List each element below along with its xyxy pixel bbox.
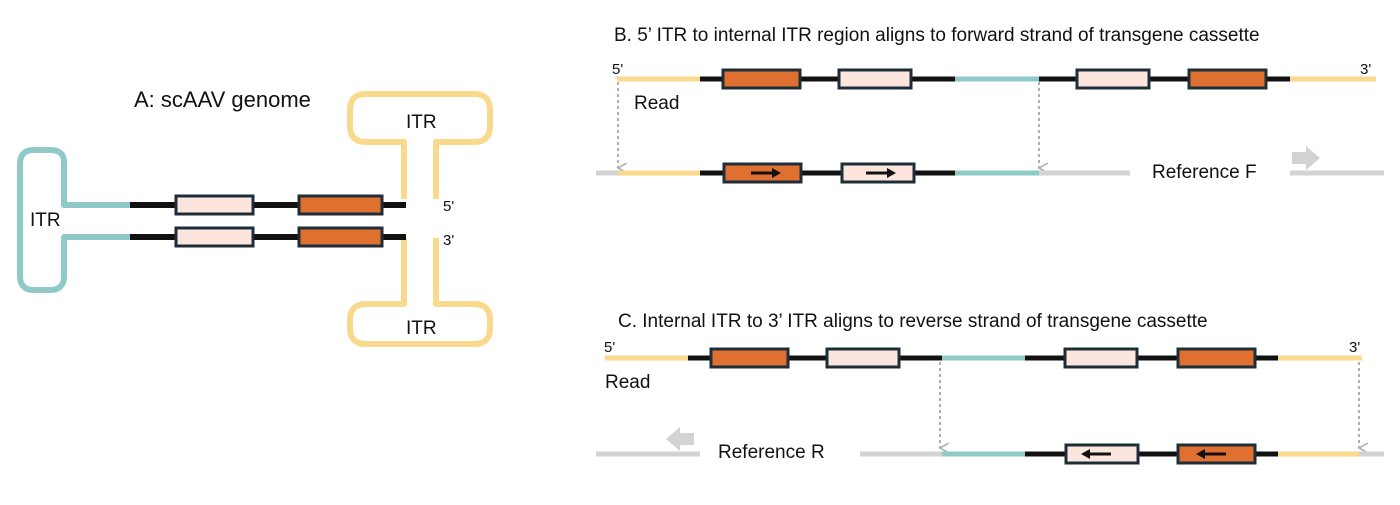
panel-b-read: [617, 68, 1376, 90]
read-c-orange-2: [1176, 347, 1257, 369]
ref-r-reverse-arrow-1: [1081, 449, 1111, 459]
itr-left-hairpin: [17, 147, 130, 293]
panel-c-read: [605, 347, 1362, 369]
arrow-left-icon: [666, 427, 694, 451]
read-b-orange-2: [1187, 68, 1268, 90]
panel-a-title: A: scAAV genome: [134, 87, 311, 112]
pale-element-bottom: [174, 226, 255, 248]
orange-element-bottom: [297, 226, 384, 248]
panel-c-reference: [596, 443, 1384, 465]
itr-top-hairpin: [347, 91, 493, 199]
read-b-pale-1: [837, 68, 913, 90]
read-c-orange-1: [709, 347, 790, 369]
read-b-orange-1: [721, 68, 802, 90]
arrow-right-icon: [1292, 146, 1320, 170]
panel-a: A: scAAV genome ITR ITR ITR 5' 3': [17, 87, 493, 347]
ref-r-reverse-arrow-2: [1196, 449, 1226, 459]
strand-5-end-label: 5': [443, 198, 454, 215]
ref-f-forward-arrow-2: [866, 168, 896, 178]
read-b-pale-2: [1075, 68, 1151, 90]
panel-c: C. Internal ITR to 3’ ITR aligns to reve…: [596, 311, 1384, 465]
panel-b-read-5-label: 5': [612, 61, 623, 78]
panel-b-read-3-label: 3': [1360, 61, 1371, 78]
panel-b-reference-label: Reference F: [1152, 162, 1257, 183]
panel-c-reference-label: Reference R: [718, 442, 825, 463]
pale-element-top: [174, 194, 255, 216]
read-c-pale-2: [1063, 347, 1139, 369]
orange-element-top: [297, 194, 384, 216]
panel-c-read-label: Read: [605, 372, 650, 393]
ref-f-forward-arrow-1: [751, 168, 781, 178]
itr-bottom-hairpin: [347, 238, 493, 347]
read-c-pale-1: [825, 347, 901, 369]
panel-c-read-3-label: 3': [1349, 339, 1360, 356]
itr-top-label: ITR: [406, 112, 437, 133]
panel-c-title: C. Internal ITR to 3’ ITR aligns to reve…: [618, 311, 1208, 332]
itr-bottom-label: ITR: [406, 318, 437, 339]
panel-b-title: B. 5’ ITR to internal ITR region aligns …: [614, 25, 1260, 46]
panel-b-read-label: Read: [634, 93, 679, 114]
itr-left-label: ITR: [30, 210, 61, 231]
panel-b-reference: [596, 162, 1384, 184]
panel-c-read-5-label: 5': [604, 339, 615, 356]
panel-b: B. 5’ ITR to internal ITR region aligns …: [596, 25, 1384, 184]
strand-3-end-label: 3': [443, 232, 454, 249]
